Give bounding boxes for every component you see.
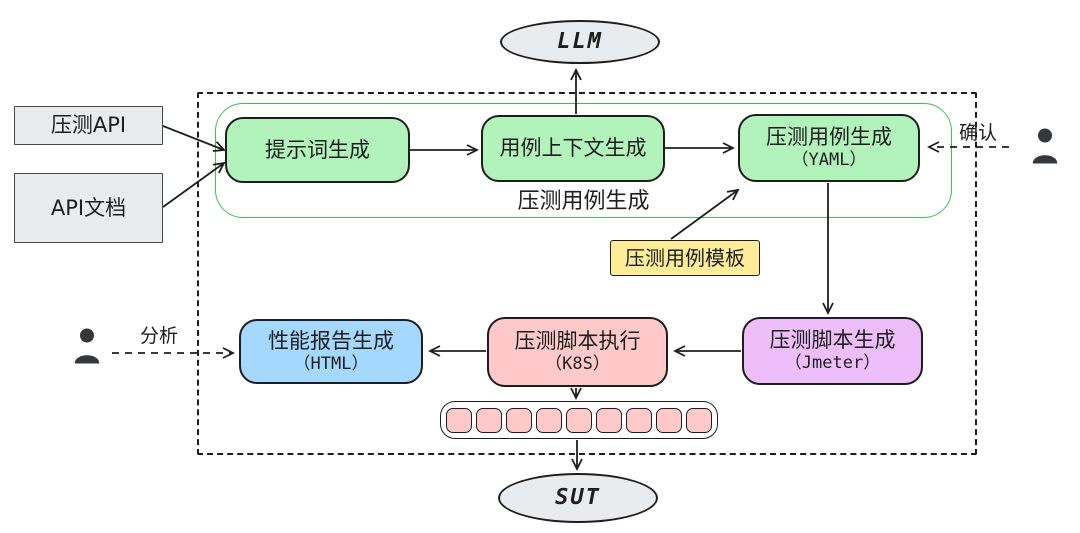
pod [626, 407, 652, 433]
person-confirm-icon [1031, 127, 1059, 165]
edge-api-doc-to-prompt-gen [162, 163, 224, 208]
node-prompt-gen-label: 提示词生成 [265, 137, 370, 162]
node-prompt-gen: 提示词生成 [225, 117, 410, 183]
node-case-gen-sublabel: （YAML） [791, 150, 867, 171]
case-generation-group: 压测用例生成 [215, 103, 952, 218]
node-context-gen-label: 用例上下文生成 [499, 136, 647, 161]
node-script-gen-sublabel: （Jmeter） [784, 353, 881, 374]
node-case-template-label: 压测用例模板 [625, 245, 745, 270]
pod [506, 407, 532, 433]
node-case-gen-label: 压测用例生成 [766, 125, 892, 150]
edge-label-analyze: 分析 [139, 325, 178, 347]
edge-template-to-case-gen [670, 190, 738, 240]
node-llm: LLM [500, 20, 660, 64]
node-pressure-api: 压测API [14, 106, 163, 145]
edge-pressure-api-to-prompt-gen [162, 125, 224, 150]
pod [476, 407, 502, 433]
node-api-doc-label: API文档 [50, 195, 127, 220]
node-report-gen-sublabel: （HTML） [293, 353, 369, 374]
node-report-gen: 性能报告生成 （HTML） [239, 319, 423, 384]
node-script-gen-label: 压测脚本生成 [769, 328, 896, 353]
pod [686, 407, 712, 433]
node-sut-label: SUT [555, 485, 601, 511]
pod [566, 407, 592, 433]
node-sut: SUT [498, 473, 658, 523]
node-report-gen-label: 性能报告生成 [268, 328, 394, 353]
pod-cluster [440, 401, 718, 439]
pod [446, 407, 472, 433]
node-script-exec: 压测脚本执行 （K8S） [487, 317, 668, 387]
node-llm-label: LLM [557, 29, 603, 55]
person-analyze-icon [73, 327, 101, 365]
case-generation-group-label: 压测用例生成 [517, 189, 650, 214]
node-script-gen: 压测脚本生成 （Jmeter） [742, 317, 923, 385]
node-case-gen: 压测用例生成 （YAML） [738, 114, 920, 182]
node-api-doc: API文档 [14, 173, 163, 243]
pod [536, 407, 562, 433]
pod [596, 407, 622, 433]
node-script-exec-sublabel: （K8S） [545, 354, 610, 375]
node-pressure-api-label: 压测API [50, 113, 127, 138]
edge-label-confirm: 确认 [958, 122, 997, 144]
node-case-template: 压测用例模板 [610, 240, 760, 276]
pipeline-dashed-boundary [197, 92, 977, 455]
node-context-gen: 用例上下文生成 [481, 115, 665, 182]
node-script-exec-label: 压测脚本执行 [514, 329, 641, 354]
pod [656, 407, 682, 433]
